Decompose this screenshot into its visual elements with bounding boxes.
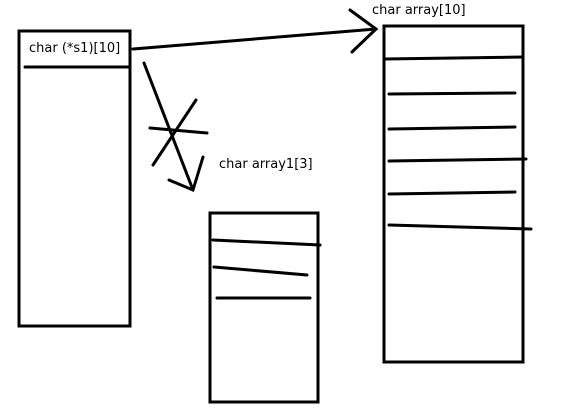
rejected-element-line	[212, 265, 309, 277]
crossed-out-arrow	[142, 61, 209, 193]
pointer-label: char (*s1)[10]	[29, 41, 120, 56]
rejected-array-box: char array1[3]	[208, 157, 322, 404]
arrow-head	[348, 8, 379, 54]
target-element-line	[387, 125, 517, 131]
target-array-outline	[382, 24, 525, 364]
crossed-arrow-head	[167, 155, 205, 193]
cross-mark-stroke	[151, 98, 198, 167]
target-element-line	[387, 223, 533, 231]
target-element-line	[387, 91, 517, 96]
pointer-box: char (*s1)[10]	[17, 29, 132, 328]
target-element-line	[387, 190, 517, 196]
target-label: char array[10]	[372, 3, 466, 18]
rejected-element-line	[211, 238, 322, 247]
pointer-to-array-arrow	[131, 8, 379, 54]
target-element-line	[382, 55, 525, 61]
crossed-arrow-shaft	[142, 61, 195, 192]
arrow-shaft	[131, 27, 378, 51]
cross-mark-stroke	[148, 126, 209, 135]
pointer-box-outline	[17, 29, 132, 328]
target-element-line	[387, 157, 528, 163]
rejected-label: char array1[3]	[219, 157, 313, 172]
rejected-array-outline	[208, 211, 320, 404]
target-array-box: char array[10]	[372, 3, 533, 364]
